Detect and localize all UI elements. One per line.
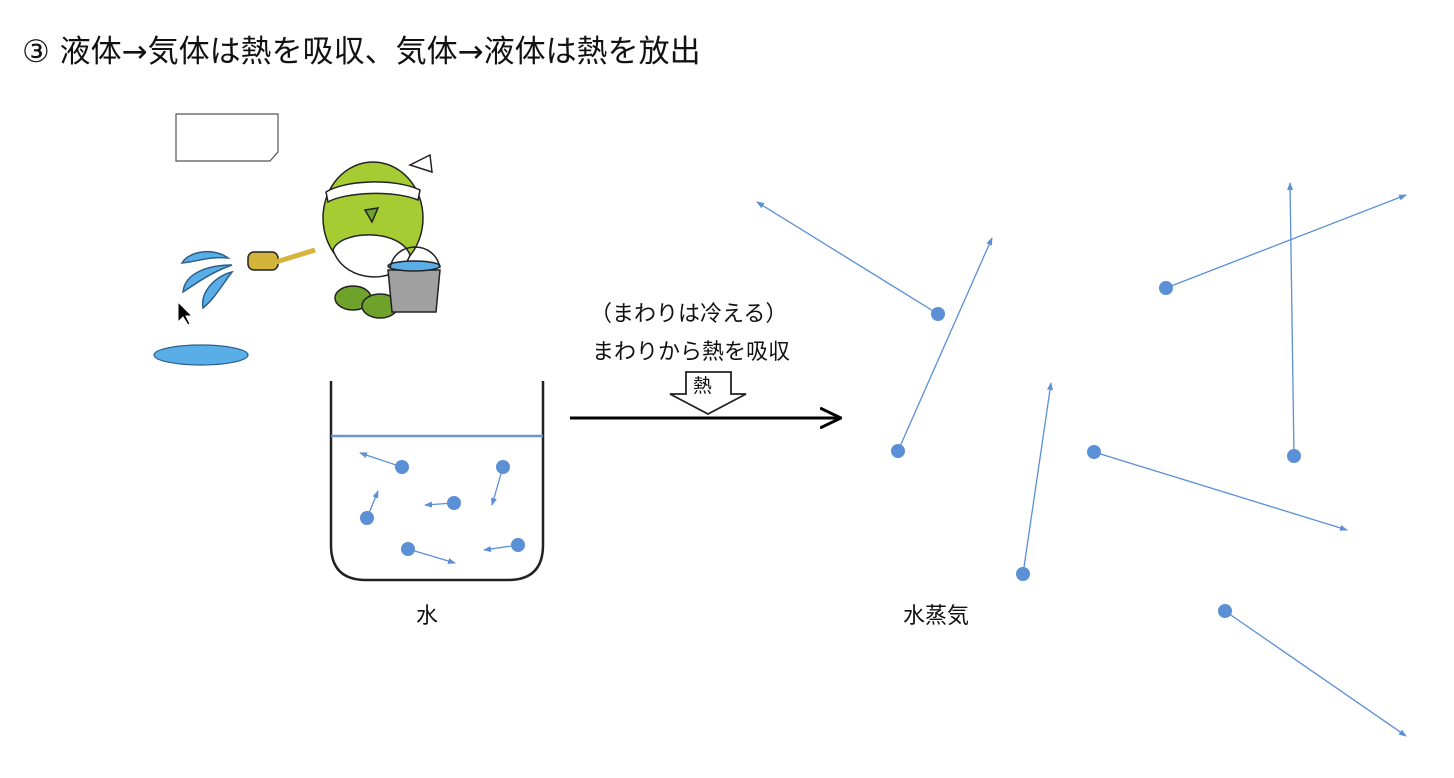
- puddle: [153, 344, 249, 366]
- molecule-dot: [511, 538, 525, 552]
- molecule-dot: [1087, 445, 1101, 459]
- motion-arrow: [756, 201, 939, 315]
- motion-arrow: [1165, 194, 1407, 289]
- motion-arrow: [359, 452, 403, 468]
- motion-arrow: [407, 548, 456, 564]
- motion-arrow: [1093, 451, 1348, 531]
- molecule-dot: [395, 460, 409, 474]
- motion-arrow: [1287, 182, 1295, 457]
- blank-note: [175, 113, 279, 162]
- molecule-dot: [447, 496, 461, 510]
- motion-arrow: [1224, 610, 1407, 737]
- molecule-dot: [1218, 604, 1232, 618]
- molecule-dot: [931, 307, 945, 321]
- label-liquid: 水: [416, 604, 439, 629]
- heat-label: 熱: [693, 375, 713, 397]
- move-cursor-icon: [177, 300, 194, 326]
- molecule-dot: [1287, 449, 1301, 463]
- slide-title: ③ 液体→気体は熱を吸収、気体→液体は熱を放出: [22, 34, 701, 70]
- molecule-dot: [496, 460, 510, 474]
- molecule-dot: [360, 511, 374, 525]
- water-splash-icon: [180, 251, 234, 310]
- molecule-dot: [401, 542, 415, 556]
- liquid-molecules: [359, 452, 525, 564]
- molecule-dot: [1159, 281, 1173, 295]
- label-gas: 水蒸気: [903, 604, 970, 629]
- motion-arrow: [1022, 382, 1053, 575]
- note-absorb-heat: まわりから熱を吸収: [592, 340, 791, 365]
- molecule-dot: [891, 444, 905, 458]
- gas-molecules: [756, 182, 1407, 737]
- bird-character-illustration: [247, 153, 441, 319]
- note-cooling: （まわりは冷える）: [590, 302, 788, 327]
- beaker: [329, 381, 545, 582]
- molecule-dot: [1016, 567, 1030, 581]
- heat-arrow-icon: [669, 371, 747, 416]
- motion-arrow: [897, 237, 993, 452]
